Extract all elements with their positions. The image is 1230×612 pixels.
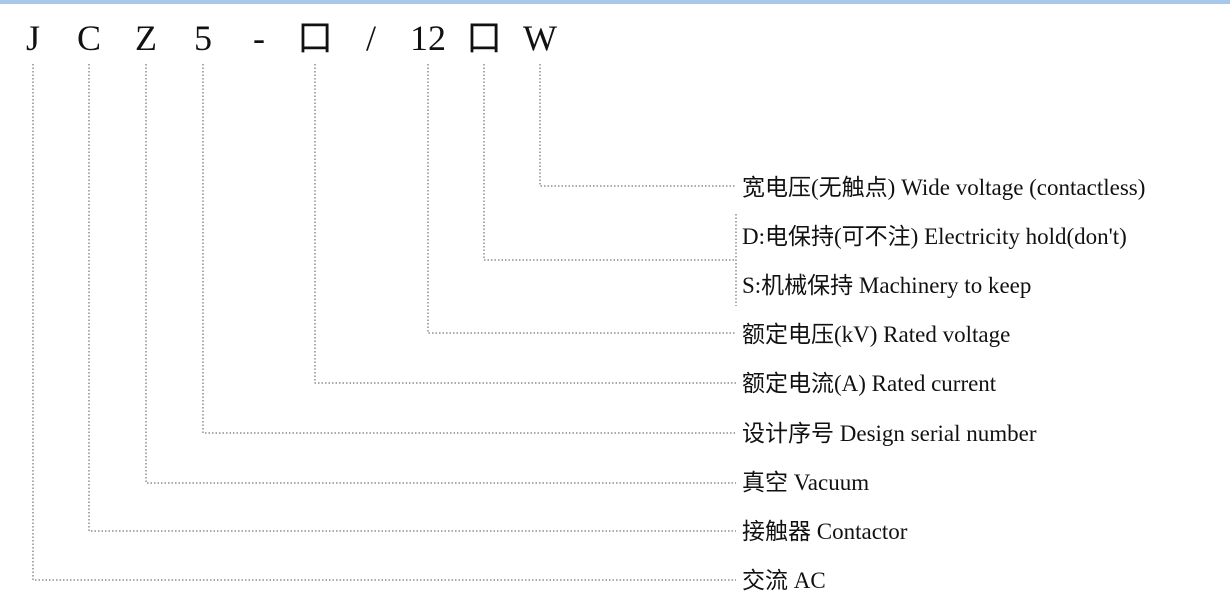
label-wide-voltage: 宽电压(无触点) Wide voltage (contactless) [742, 175, 1146, 200]
code-char-z: Z [135, 18, 157, 58]
connector-5 [202, 64, 736, 434]
top-border [0, 0, 1230, 4]
code-char-5: 5 [194, 18, 212, 58]
code-char-box-1: 口 [296, 18, 334, 58]
label-rated-current: 额定电流(A) Rated current [742, 371, 997, 396]
code-char-slash: / [365, 18, 377, 58]
connector-z [145, 64, 736, 484]
code-char-12: 12 [410, 18, 446, 58]
code-char-dash: - [253, 18, 265, 58]
label-electricity-hold: D:电保持(可不注) Electricity hold(don't) [742, 224, 1127, 249]
label-rated-voltage: 额定电压(kV) Rated voltage [742, 322, 1011, 347]
label-vacuum: 真空 Vacuum [742, 470, 870, 495]
connector-box-2 [483, 64, 736, 261]
connector-box-1 [314, 64, 736, 384]
code-char-c: C [76, 18, 102, 58]
connector-12 [427, 64, 736, 334]
code-char-j: J [25, 18, 41, 58]
connector-c [88, 64, 736, 532]
label-design-serial: 设计序号 Design serial number [742, 421, 1037, 446]
connector-w [539, 64, 736, 187]
label-ac: 交流 AC [742, 568, 826, 593]
code-char-box-2: 口 [465, 18, 503, 58]
label-contactor: 接触器 Contactor [742, 519, 908, 544]
connector-j [32, 64, 736, 581]
label-machinery-keep: S:机械保持 Machinery to keep [742, 273, 1032, 298]
code-char-w: W [523, 18, 557, 58]
